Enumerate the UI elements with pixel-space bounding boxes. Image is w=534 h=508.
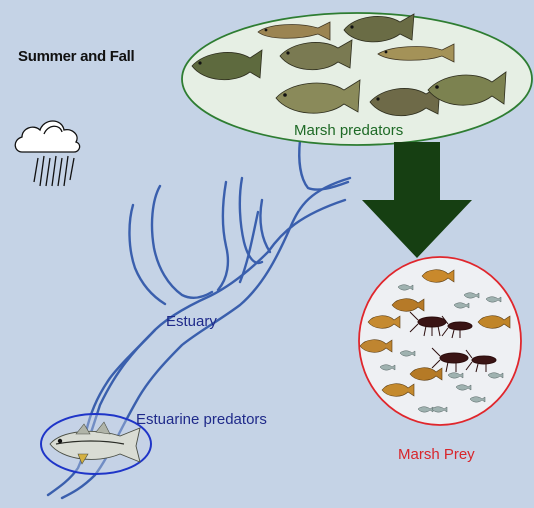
marsh-prey-minnow-group — [379, 284, 504, 413]
marsh-predators-label: Marsh predators — [294, 122, 404, 139]
fish-pike-1 — [257, 21, 331, 41]
estuarine-predator-fish — [49, 421, 141, 465]
fish-bass-4 — [275, 79, 361, 114]
fish-bass-1 — [343, 13, 415, 43]
lower-branch — [84, 328, 157, 434]
fish-bass-2 — [279, 39, 353, 71]
marsh-prey-label: Marsh Prey — [398, 446, 475, 463]
marsh-predators-ellipse — [181, 12, 533, 146]
fish-bass-5 — [369, 85, 441, 117]
fish-pike-2 — [377, 43, 455, 63]
estuarine-predators-label: Estuarine predators — [136, 411, 267, 428]
tributary-f — [238, 210, 260, 284]
tributary-c — [216, 180, 230, 292]
tributary-a — [150, 184, 214, 300]
tributary-e — [259, 198, 272, 254]
marsh-predator-fish-group — [191, 13, 507, 117]
tributary-b — [128, 203, 167, 306]
fish-bass-6 — [427, 71, 507, 106]
season-title: Summer and Fall — [18, 48, 135, 65]
rain-cloud-icon — [14, 120, 81, 187]
fish-bass-3 — [191, 49, 263, 81]
arrow-down-icon — [362, 142, 472, 258]
estuary-channels — [46, 138, 352, 500]
estuary-label: Estuary — [166, 313, 217, 330]
marsh-prey-crayfish-group — [409, 311, 497, 373]
tributary-d — [238, 176, 264, 265]
marsh-prey-sunfish-group — [359, 269, 511, 397]
marsh-prey-circle — [358, 256, 522, 426]
upper-channel — [298, 138, 350, 191]
